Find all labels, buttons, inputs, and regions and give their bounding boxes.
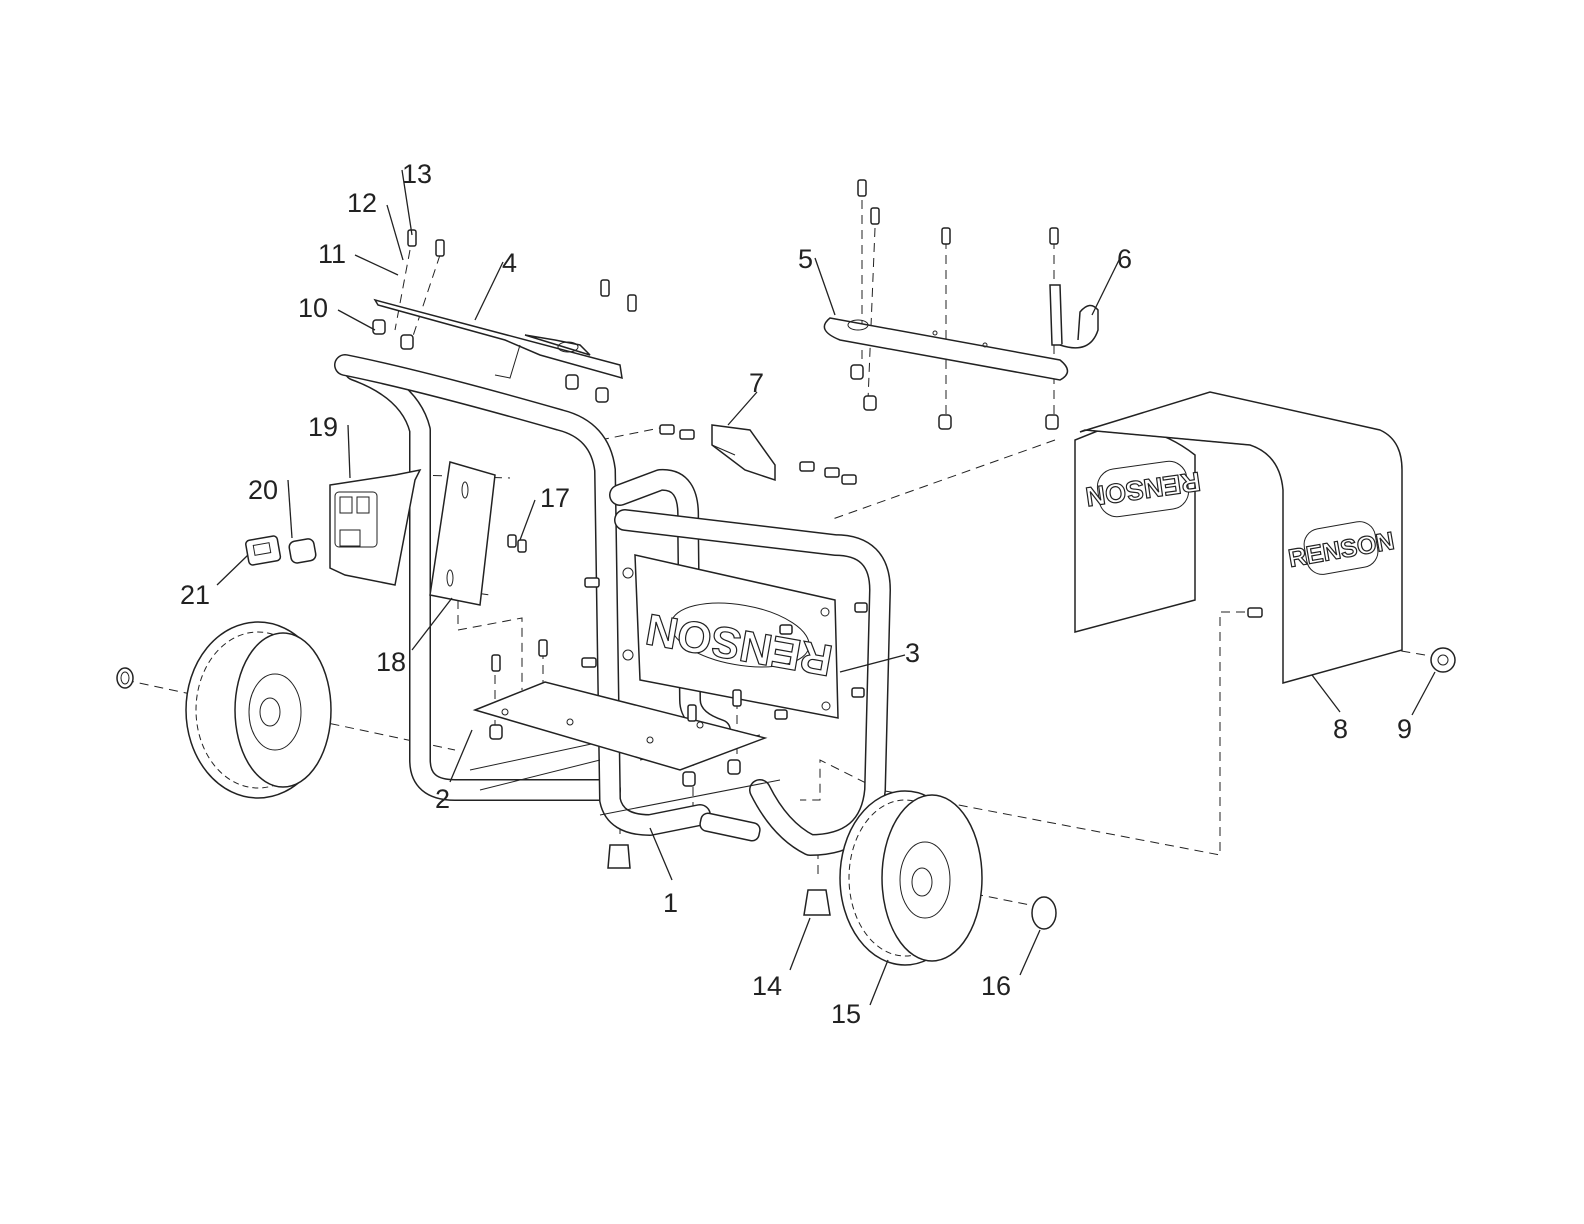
callout-11: 11 [318,239,346,269]
callout-7: 7 [749,368,764,398]
control-mount-bracket [429,461,496,606]
hub-cap [1031,896,1057,930]
cover-hood: RENSON RENSON [1074,391,1403,684]
wheel-left [185,621,332,799]
callout-3: 3 [905,638,920,668]
top-panel-plate [823,317,1069,381]
top-handle-plate [373,298,623,380]
callout-6: 6 [1117,244,1132,274]
callout-20: 20 [248,475,278,505]
callout-12: 12 [347,188,377,218]
cable-bracket [1049,284,1099,349]
callout-21: 21 [180,580,210,610]
hour-meter [245,535,282,566]
leader-lines [216,169,1436,1006]
callout-18: 18 [376,647,406,677]
callout-16: 16 [981,971,1011,1001]
callout-labels: 1 2 3 4 5 6 7 8 9 10 11 12 13 14 15 16 1… [180,159,1412,1029]
rubber-foot-left [607,844,631,869]
callout-19: 19 [308,412,338,442]
rubber-foot-right [803,889,831,916]
wheel-right [839,790,983,966]
gauge-ring [288,538,317,564]
small-bracket [711,424,776,482]
callout-2: 2 [435,784,450,814]
base-plate [472,681,768,771]
callout-5: 5 [798,244,813,274]
knob [1430,647,1456,673]
callout-17: 17 [540,483,570,513]
fasteners [372,179,1263,787]
callout-15: 15 [831,999,861,1029]
callout-4: 4 [502,248,517,278]
callout-10: 10 [298,293,328,323]
callout-13: 13 [402,159,432,189]
control-box [329,468,422,586]
callout-1: 1 [663,888,678,918]
washer-left [116,667,134,689]
callout-14: 14 [752,971,782,1001]
callout-8: 8 [1333,714,1348,744]
callout-9: 9 [1397,714,1412,744]
side-panel: RENSON [622,554,839,719]
